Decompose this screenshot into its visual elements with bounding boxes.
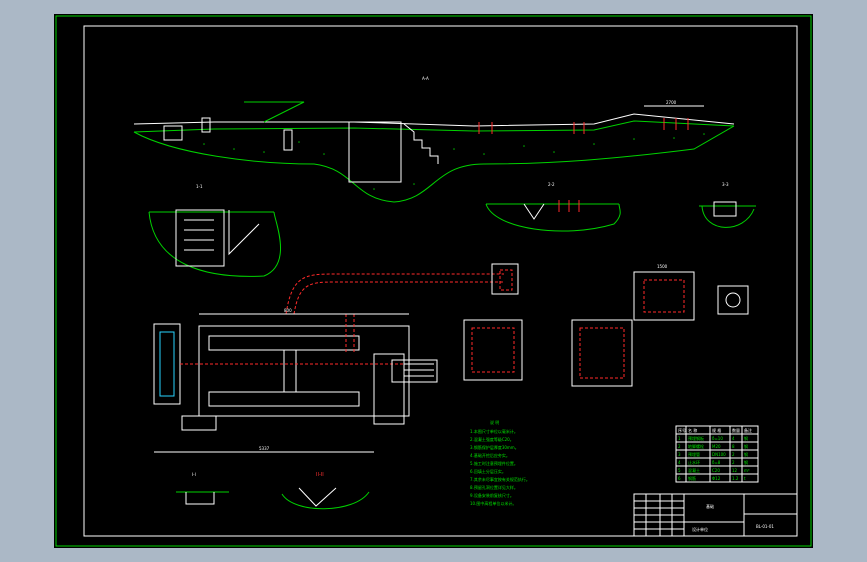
cad-text: 混凝土 [688, 467, 700, 473]
cad-text: 钢 [744, 435, 748, 441]
cad-text: 4 [732, 436, 735, 441]
cad-text: 6 [678, 476, 681, 481]
cad-drawing: A-A 2700 1-1 2-2 [55, 15, 812, 547]
cad-text: 说 明 [490, 419, 499, 425]
inner-border [83, 25, 798, 537]
notes-block: 说 明 1.本图尺寸单位以毫米计。 2.混凝土强度等级C20。 3.钢筋保护层厚… [470, 419, 530, 506]
cad-text: 备注 [744, 427, 752, 433]
cad-text: 5 [678, 468, 681, 473]
cad-text: 1-1 [196, 184, 203, 189]
parts-table: 序号 名 称 规 格 数量 备注 1 预埋钢板 δ=10 4 钢 2 地脚螺栓 … [675, 425, 759, 483]
cad-text: 5337 [259, 446, 270, 451]
cad-text: II-II [316, 472, 324, 478]
plan-view: 5337 800 [153, 273, 504, 453]
cad-text: 预埋钢板 [688, 435, 704, 441]
cad-text: 基础 [706, 503, 714, 509]
cad-text: 序号 [678, 427, 686, 433]
cad-text: 2700 [666, 100, 677, 105]
cad-text: m³ [744, 468, 750, 473]
drawing-sheet: A-A 2700 1-1 2-2 [54, 14, 813, 548]
cad-text: 2 [678, 444, 681, 449]
cad-text: BL-01-01 [756, 524, 774, 529]
cad-text: 1500 [657, 264, 668, 269]
cad-text: 止水环 [688, 459, 700, 465]
cad-text: 9.设备安装前复核尺寸。 [470, 492, 514, 498]
cad-text: 3 [678, 452, 681, 457]
cad-text: 规 格 [712, 427, 721, 433]
cross-section-right: 2-2 [485, 182, 621, 232]
cad-text: I-I [192, 472, 196, 477]
cad-text: 钢 [744, 443, 748, 449]
cad-text: 2.混凝土强度等级C20。 [470, 436, 514, 442]
cad-text: Φ12 [712, 476, 721, 481]
cad-text: 钢筋 [688, 475, 696, 481]
cad-text: 6.回填土分层压实。 [470, 468, 506, 474]
bottom-sections: I-I II-II [176, 472, 370, 510]
cad-text: 12 [732, 468, 738, 473]
profile-section: A-A 2700 [133, 76, 735, 203]
cad-text: 设计单位 [692, 526, 708, 532]
cad-text: 1.本图尺寸单位以毫米计。 [470, 428, 518, 434]
cad-text: 3.钢筋保护层厚度30mm。 [470, 444, 519, 450]
cad-text: 5.施工时注意预埋件位置。 [470, 460, 518, 466]
cad-text: 2-2 [548, 182, 555, 187]
cad-text: 8 [732, 444, 735, 449]
cad-text: 7.其余未尽事宜按有关规范执行。 [470, 476, 530, 482]
outer-border [55, 15, 812, 547]
cad-text: 4.基础开挖后应夯实。 [470, 452, 510, 458]
cad-text: 地脚螺栓 [688, 443, 704, 449]
cad-text: 预埋管 [688, 451, 700, 457]
cad-text: 4 [678, 460, 681, 465]
cad-text: 8.预留孔洞位置详见大样。 [470, 484, 518, 490]
cad-text: DN100 [712, 452, 726, 457]
pit-section: 1-1 [148, 184, 281, 277]
cad-text: C20 [712, 468, 720, 473]
cad-text: δ=10 [712, 436, 723, 441]
cad-text: 数量 [732, 427, 740, 433]
cad-text: 1 [678, 436, 681, 441]
cad-text: 3-3 [722, 182, 729, 187]
cad-text: t [744, 476, 746, 481]
cad-text: 10.图中高程单位以米计。 [470, 500, 516, 506]
cad-text: δ=8 [712, 460, 721, 465]
cross-section-far-right: 3-3 [699, 182, 756, 228]
cad-text: 2 [732, 452, 735, 457]
cad-text: 1.2 [732, 476, 739, 481]
cad-text: 名 称 [688, 427, 697, 433]
title-block: 基础 BL-01-01 设计单位 [633, 493, 798, 537]
detail-plates: 1500 [463, 263, 749, 387]
cad-text: 钢 [744, 451, 748, 457]
cad-text: 钢 [744, 459, 748, 465]
cad-text: M20 [712, 444, 721, 449]
cad-text: 800 [284, 308, 292, 313]
cad-text: 2 [732, 460, 735, 465]
section-mark-top: A-A [422, 76, 429, 81]
